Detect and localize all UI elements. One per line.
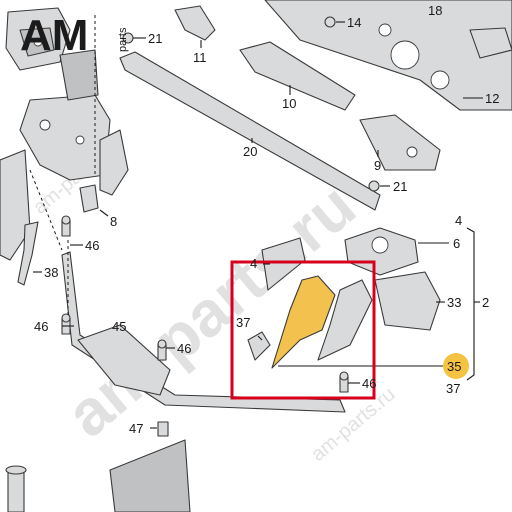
part-upper-left-bracket	[5, 7, 71, 71]
part-35-highlighted	[271, 275, 336, 369]
callout-46d: 46	[362, 376, 376, 391]
part-35-shape	[271, 275, 336, 369]
highlight-badge	[443, 353, 469, 379]
callout-37a: 37	[236, 315, 250, 330]
callout-6: 6	[453, 236, 460, 251]
am-parts-logo: AM parts	[20, 11, 129, 60]
part-11	[174, 5, 216, 41]
part-bottom-shock	[5, 465, 27, 512]
part-8-clip	[79, 129, 129, 213]
bolt-46b	[61, 313, 71, 335]
bolt-46d	[339, 371, 349, 393]
part-10	[239, 41, 356, 111]
callout-33: 33	[447, 295, 461, 310]
callout-37b: 37	[446, 381, 460, 396]
callout-9: 9	[374, 158, 381, 173]
bolt-14	[324, 16, 336, 28]
part-33-rail	[374, 271, 441, 331]
callout-46a: 46	[85, 238, 99, 253]
callout-4a: 4	[455, 213, 462, 228]
callout-8: 8	[110, 214, 117, 229]
callout-14: 14	[347, 15, 361, 30]
callout-45: 45	[112, 319, 126, 334]
callout-12: 12	[485, 91, 499, 106]
callout-20: 20	[243, 144, 257, 159]
leader-lines	[33, 21, 483, 429]
part-9-bracket	[359, 114, 441, 171]
part-38-strip	[17, 221, 39, 286]
logo-am-text: AM	[20, 11, 88, 60]
callout-47: 47	[129, 421, 143, 436]
part-37-clip	[247, 331, 271, 361]
logo-parts-text: parts	[117, 27, 129, 52]
callout-21a: 21	[148, 31, 162, 46]
callout-46b: 46	[34, 319, 48, 334]
part-a-pillar-left	[0, 49, 111, 261]
bolt-46a	[61, 215, 71, 237]
callout-18: 18	[428, 3, 442, 18]
part-35-reinforcement	[317, 279, 373, 361]
assembly-lines	[29, 15, 96, 318]
highlight-frame	[230, 260, 376, 400]
callouts: 18 14 21 11 12 10 20 9 21 8 46 4 6 2 38 …	[34, 3, 499, 436]
callout-46c: 46	[177, 341, 191, 356]
part-18-front-panel	[264, 0, 512, 111]
watermark-small-2: am-parts.ru	[307, 383, 399, 466]
part-45-lower-strut	[61, 251, 346, 413]
callout-4b: 4	[250, 256, 257, 271]
part-bottom-panel	[109, 439, 191, 512]
callout-21b: 21	[393, 179, 407, 194]
callout-10: 10	[282, 96, 296, 111]
bolt-46c	[157, 339, 167, 361]
part-20-crossmember	[119, 51, 381, 211]
callout-11: 11	[193, 50, 207, 65]
part-12	[469, 27, 512, 59]
callout-35: 35	[447, 359, 461, 374]
callout-38: 38	[44, 265, 58, 280]
callout-2: 2	[482, 295, 489, 310]
bolt-21b	[368, 180, 380, 192]
part-4-bracket-small	[261, 237, 306, 291]
part-47-bolt	[157, 421, 169, 437]
